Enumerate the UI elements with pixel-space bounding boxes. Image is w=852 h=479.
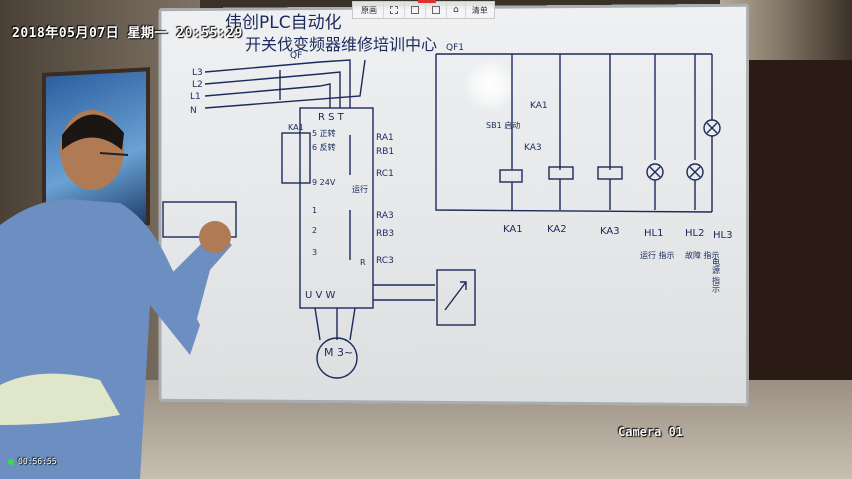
bottom-label-ka3: KA3 bbox=[600, 226, 620, 237]
title-line-1: 伟创PLC自动化 bbox=[225, 13, 342, 33]
list-button[interactable]: 清单 bbox=[466, 2, 494, 18]
osd-timestamp: 2018年05月07日 星期一 20:55:29 bbox=[12, 26, 243, 41]
snapshot-button[interactable] bbox=[426, 2, 447, 18]
label-rb1: RB1 bbox=[376, 147, 394, 157]
svg-text:1: 1 bbox=[312, 206, 317, 215]
osd-camera-label: Camera 01 bbox=[618, 425, 684, 439]
label-qf1: QF1 bbox=[446, 43, 464, 53]
svg-text:R: R bbox=[360, 258, 366, 267]
vfd-t5: 5 正转 bbox=[312, 128, 336, 138]
vfd-uvw: U V W bbox=[305, 290, 336, 301]
crop-icon bbox=[390, 6, 398, 14]
label-ka3-contact: KA3 bbox=[524, 143, 542, 153]
vfd-t9: 9 24V bbox=[312, 178, 336, 187]
motor-label: M 3~ bbox=[324, 346, 353, 359]
light-glare bbox=[460, 60, 520, 110]
list-label: 清单 bbox=[471, 5, 488, 15]
home-icon: ⌂ bbox=[453, 5, 459, 15]
title-line-2: 开关伐变频器维修培训中心 bbox=[245, 35, 437, 54]
record-button[interactable] bbox=[405, 2, 426, 18]
label-l3: L3 bbox=[192, 68, 203, 78]
vfd-rst: R S T bbox=[318, 112, 345, 123]
hl1-desc: 运行 指示 bbox=[640, 250, 675, 260]
glasses bbox=[99, 152, 129, 156]
bottom-label-hl1: HL1 bbox=[644, 228, 663, 239]
line-l1 bbox=[204, 83, 331, 108]
coil-ka1 bbox=[499, 169, 523, 183]
foreground-cloth bbox=[0, 373, 120, 425]
meter-box bbox=[436, 269, 476, 326]
original-label: 原画 bbox=[361, 5, 377, 15]
line-l2 bbox=[204, 71, 341, 108]
motor-circle bbox=[316, 337, 358, 379]
meter-arrow bbox=[444, 281, 467, 311]
record-icon bbox=[411, 6, 419, 14]
label-rc1: RC1 bbox=[376, 169, 394, 179]
label-ka1-contact: KA1 bbox=[530, 101, 548, 111]
label-qf: QF bbox=[290, 51, 302, 61]
presenter-shirt bbox=[0, 199, 200, 479]
svg-text:2: 2 bbox=[312, 226, 317, 235]
motor-wires bbox=[314, 307, 356, 341]
label-ra1: RA1 bbox=[376, 133, 394, 143]
label-sb1: SB1 启动 bbox=[486, 120, 520, 130]
home-button[interactable]: ⌂ bbox=[447, 2, 466, 18]
svg-text:3: 3 bbox=[312, 248, 317, 257]
hl3-desc: 电源 指示 bbox=[712, 257, 721, 293]
presenter bbox=[0, 110, 232, 479]
line-l3 bbox=[204, 59, 351, 108]
player-toolbar: 原画 ⌂ 清单 bbox=[352, 1, 495, 19]
label-l1: L1 bbox=[190, 92, 201, 102]
label-l2: L2 bbox=[192, 80, 203, 90]
label-n: N bbox=[190, 106, 197, 116]
toolbar-accent bbox=[418, 0, 436, 3]
label-ka1-side: KA1 bbox=[288, 123, 304, 132]
vfd-t6: 6 反转 bbox=[312, 142, 336, 152]
presenter-arm bbox=[150, 230, 232, 345]
ka1-side-box bbox=[281, 132, 311, 184]
hl2-desc: 故障 指示 bbox=[685, 250, 720, 260]
line-n bbox=[204, 59, 366, 109]
vfd-box bbox=[299, 107, 374, 309]
label-rc3: RC3 bbox=[376, 256, 394, 266]
label-rb3: RB3 bbox=[376, 229, 394, 239]
control-rungs bbox=[511, 54, 713, 170]
presenter-hair bbox=[62, 114, 124, 150]
original-button[interactable]: 原画 bbox=[353, 2, 384, 18]
crop-button[interactable] bbox=[384, 2, 405, 18]
recording-dot-icon bbox=[8, 458, 14, 465]
bottom-label-ka1: KA1 bbox=[503, 224, 523, 235]
osd-timer-value: 00:56:55 bbox=[18, 457, 57, 466]
osd-timer: 00:56:55 bbox=[8, 457, 57, 466]
label-run: 运行 bbox=[352, 184, 368, 194]
coil-ka2 bbox=[548, 166, 574, 180]
snapshot-icon bbox=[432, 6, 440, 14]
presenter-hand bbox=[199, 221, 231, 253]
bottom-label-hl2: HL2 bbox=[685, 228, 704, 239]
meter-wires bbox=[373, 284, 435, 301]
bottom-label-hl3: HL3 bbox=[713, 230, 732, 241]
control-bottom-rail bbox=[435, 54, 713, 213]
label-ra3: RA3 bbox=[376, 211, 394, 221]
bottom-label-ka2: KA2 bbox=[547, 224, 567, 235]
